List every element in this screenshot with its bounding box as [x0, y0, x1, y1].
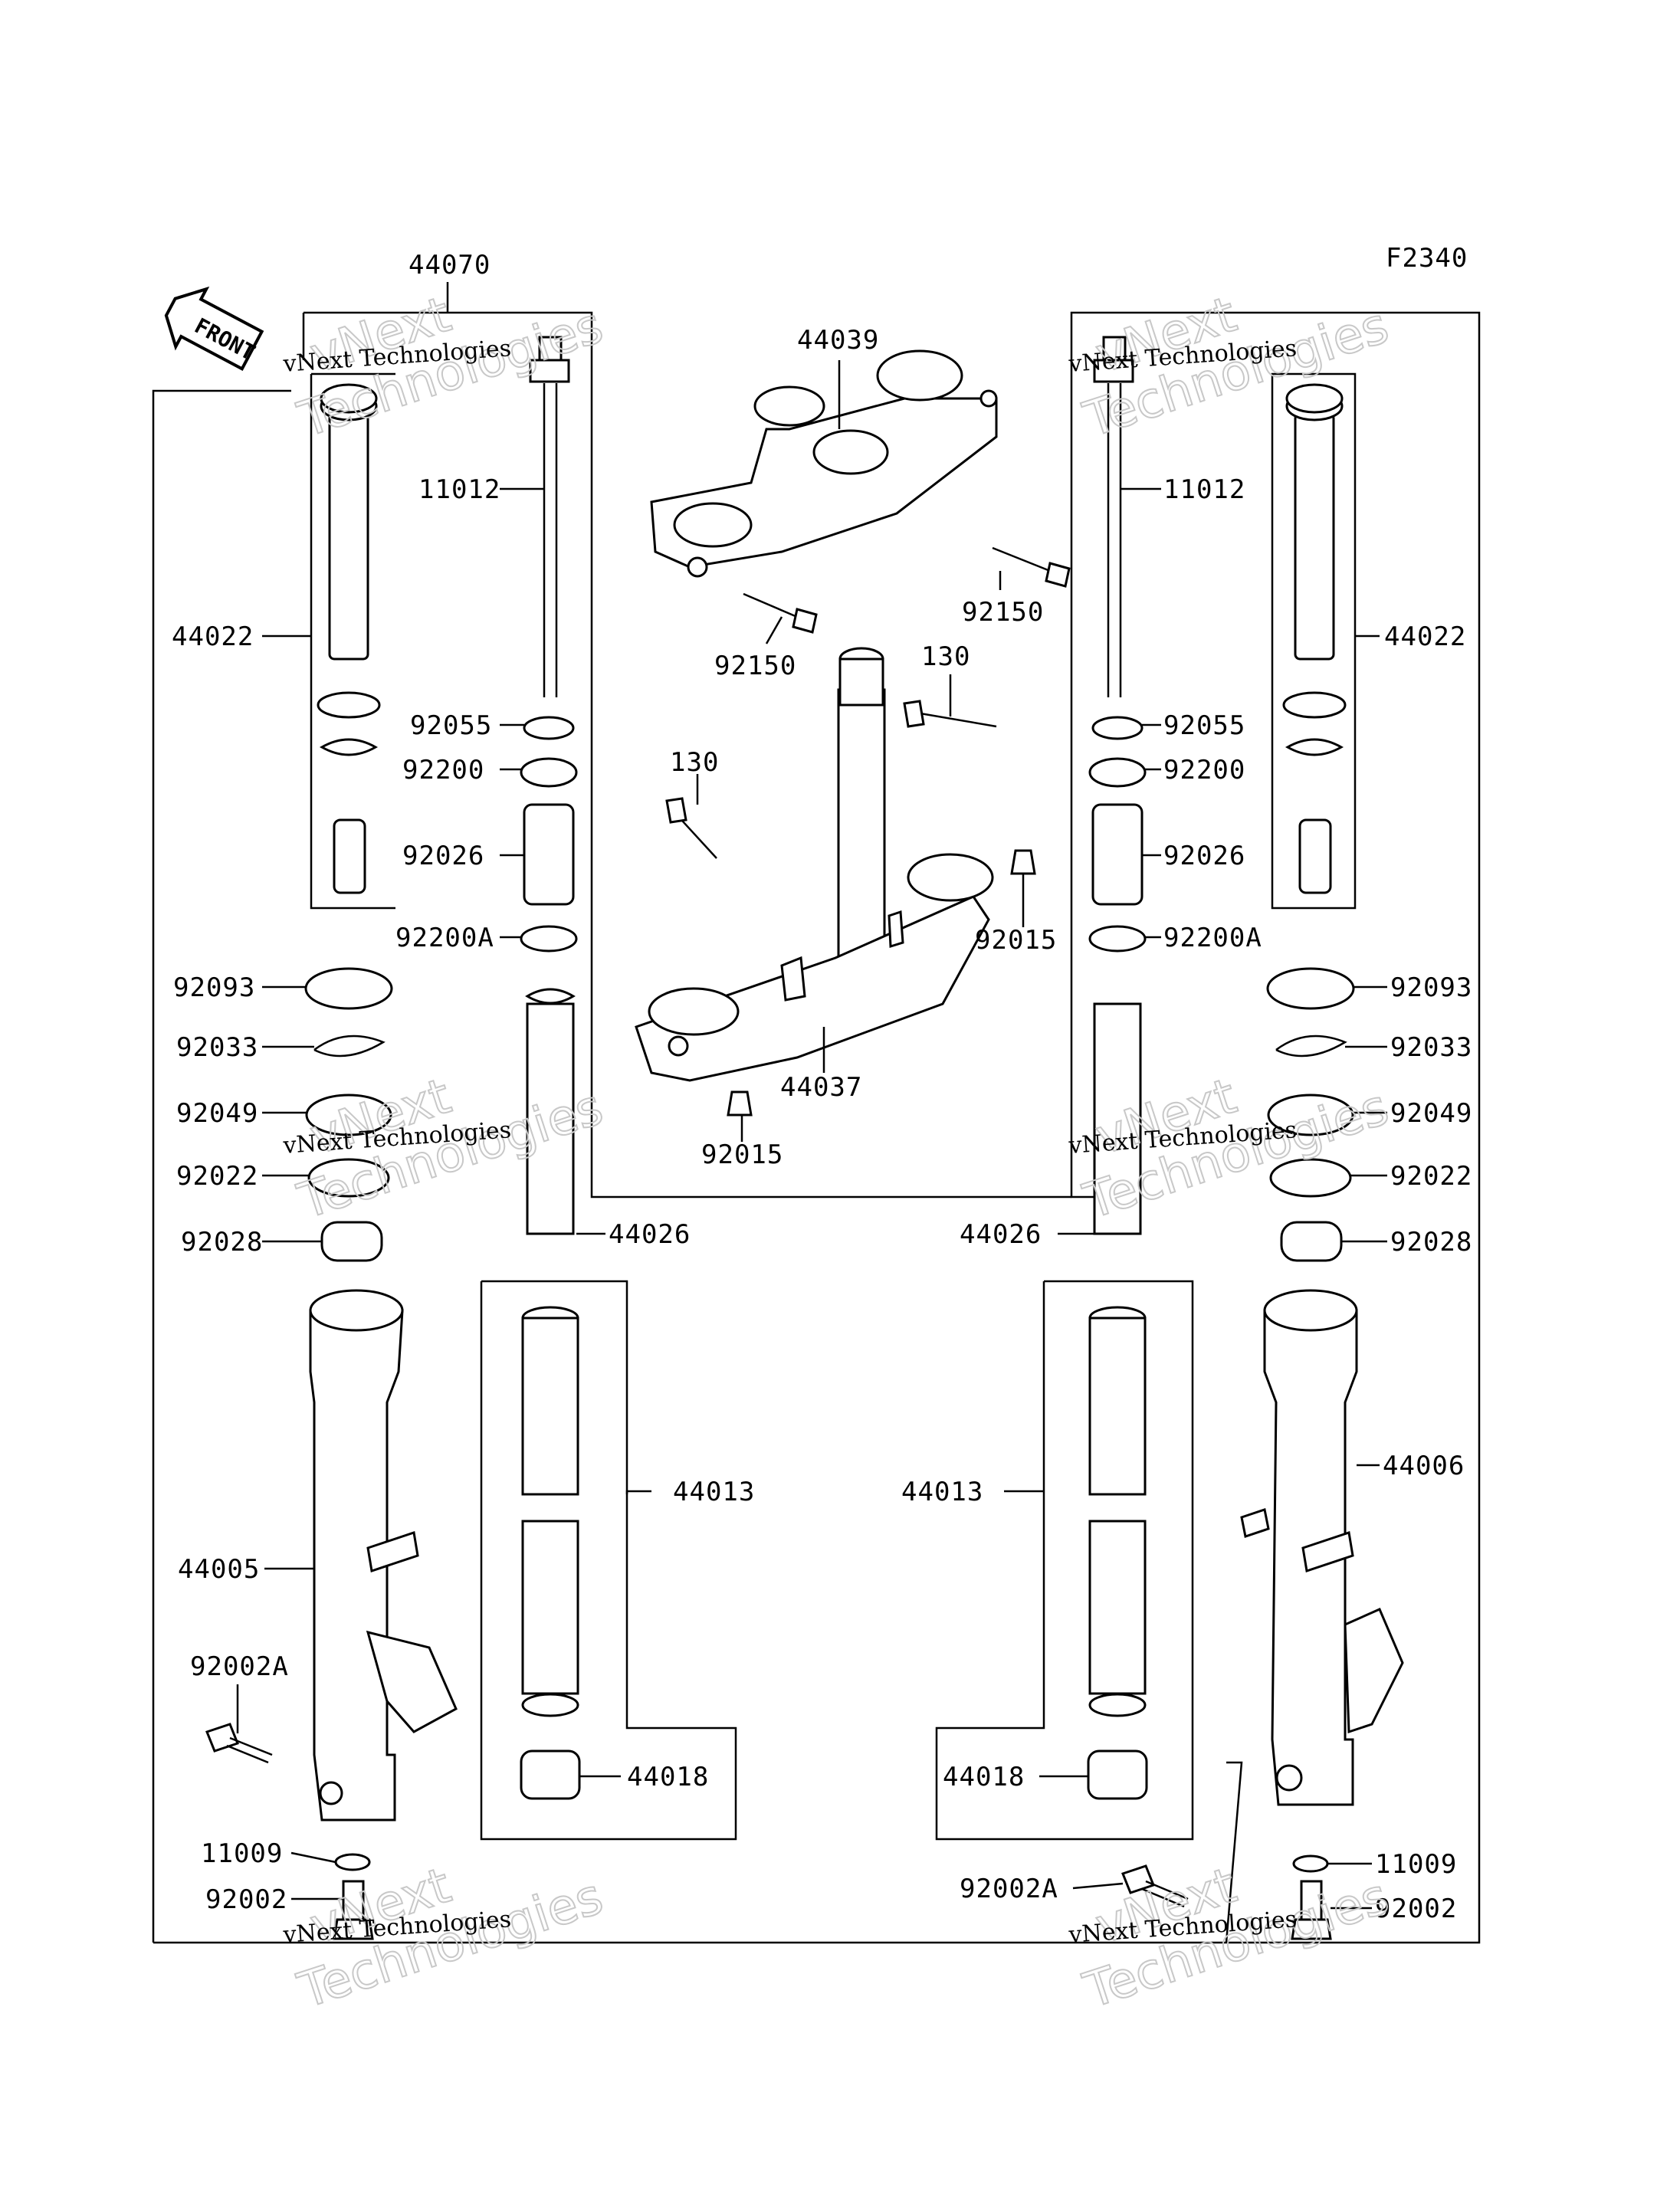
right-washer2 [1269, 1158, 1352, 1198]
left-spring-top [525, 988, 576, 1005]
label-92055-right: 92055 [1163, 710, 1245, 741]
label-44026-left: 44026 [609, 1219, 691, 1250]
label-92015-left: 92015 [701, 1139, 783, 1170]
label-92002a-left: 92002A [190, 1651, 289, 1682]
right-rod [1093, 336, 1134, 697]
right-washer [1088, 757, 1147, 788]
label-92022-right: 92022 [1390, 1161, 1472, 1192]
label-92093-right: 92093 [1390, 972, 1472, 1003]
label-44018-right: 44018 [943, 1762, 1025, 1792]
watermark-top-left: Technologies vNext vNext Technologies [281, 286, 610, 450]
label-44005: 44005 [178, 1554, 260, 1585]
watermark-bottom-left: Technologies vNext vNext Technologies [281, 1857, 610, 2021]
label-44022-left: 44022 [172, 621, 254, 652]
label-44039: 44039 [797, 325, 879, 356]
frame-lines [152, 282, 1481, 1944]
center-labels: 44039 92150 92150 130 130 92015 44037 92… [670, 325, 1057, 1170]
label-92200a-right: 92200A [1163, 923, 1262, 953]
right-labels: 11012 44022 92055 92200 92026 92200A 920… [901, 474, 1472, 1924]
right-guide [1087, 1749, 1148, 1800]
label-92033-left: 92033 [176, 1032, 258, 1063]
label-92200-right: 92200 [1163, 755, 1245, 785]
label-44013-left: 44013 [673, 1477, 755, 1507]
left-snap-ring [313, 1035, 386, 1058]
right-snap-ring [1275, 1035, 1347, 1058]
label-92200-left: 92200 [402, 755, 484, 785]
upper-bolts [743, 546, 1071, 634]
label-92022-left: 92022 [176, 1161, 258, 1192]
label-92028-right: 92028 [1390, 1227, 1472, 1258]
right-inner-tube [1282, 383, 1347, 894]
stem-bracket [635, 647, 994, 1082]
right-spacer [1091, 803, 1144, 906]
label-92026-right: 92026 [1163, 841, 1245, 871]
right-oil-seal [1267, 1094, 1354, 1136]
label-92026-left: 92026 [402, 841, 484, 871]
watermark-top-right: Technologies vNext vNext Technologies [1067, 286, 1396, 450]
left-fork-tube [521, 1306, 579, 1717]
label-44026-right: 44026 [960, 1219, 1042, 1250]
label-11012-left: 11012 [418, 474, 500, 505]
right-spring [1093, 1002, 1142, 1235]
label-44070: 44070 [409, 250, 491, 280]
left-rod [529, 336, 570, 697]
label-130-left: 130 [670, 747, 719, 778]
left-labels: 44070 11012 44022 92055 92200 92026 9220… [172, 250, 755, 1915]
label-92150-right: 92150 [962, 597, 1044, 628]
left-washer [520, 757, 578, 788]
label-44037: 44037 [780, 1072, 862, 1103]
figure-code: F2340 [1386, 243, 1468, 274]
right-outer-tube [1240, 1289, 1404, 1806]
label-92150-left: 92150 [714, 651, 796, 681]
label-92049-left: 92049 [176, 1098, 258, 1129]
label-11009-left: 11009 [201, 1838, 283, 1869]
label-92028-left: 92028 [181, 1227, 263, 1258]
left-washer2 [307, 1158, 390, 1198]
left-bolt-a [205, 1723, 273, 1764]
right-gasket [1292, 1854, 1329, 1873]
left-outer-tube [309, 1289, 458, 1822]
label-44013-right: 44013 [901, 1477, 983, 1507]
front-arrow-icon: FRONT [164, 286, 264, 372]
leader-lines [236, 360, 1387, 1943]
label-11009-right: 11009 [1375, 1849, 1457, 1880]
left-spring [526, 1002, 575, 1235]
label-130-right: 130 [921, 641, 970, 672]
label-92015-right: 92015 [975, 925, 1057, 956]
right-cap-seal [1266, 967, 1355, 1010]
left-washer-a [520, 925, 578, 953]
left-o-ring [523, 716, 575, 740]
right-fork-tube [1088, 1306, 1147, 1717]
right-bolt [1291, 1880, 1332, 1940]
left-cap-seal [304, 967, 393, 1010]
label-44018-left: 44018 [627, 1762, 709, 1792]
label-44022-right: 44022 [1384, 621, 1466, 652]
left-oil-seal [305, 1094, 392, 1136]
label-92055-left: 92055 [410, 710, 492, 741]
upper-bracket [650, 349, 998, 578]
left-bolt [333, 1880, 374, 1940]
right-washer-a [1088, 925, 1147, 953]
label-92049-right: 92049 [1390, 1098, 1472, 1129]
label-44006: 44006 [1383, 1451, 1465, 1481]
label-92093-left: 92093 [173, 972, 255, 1003]
label-92200a-left: 92200A [395, 923, 494, 953]
left-spacer [523, 803, 575, 906]
label-92002-right: 92002 [1375, 1894, 1457, 1924]
left-inner-tube [317, 383, 381, 894]
label-92002-left: 92002 [205, 1884, 287, 1915]
right-bolt-a [1121, 1864, 1189, 1908]
right-bushing [1280, 1221, 1343, 1262]
right-o-ring [1091, 716, 1144, 740]
left-guide [520, 1749, 581, 1800]
label-92002a-right: 92002A [960, 1874, 1058, 1904]
left-bushing [320, 1221, 383, 1262]
left-gasket [334, 1853, 371, 1871]
label-11012-right: 11012 [1163, 474, 1245, 505]
label-92033-right: 92033 [1390, 1032, 1472, 1063]
center-bolts [665, 700, 1036, 1117]
